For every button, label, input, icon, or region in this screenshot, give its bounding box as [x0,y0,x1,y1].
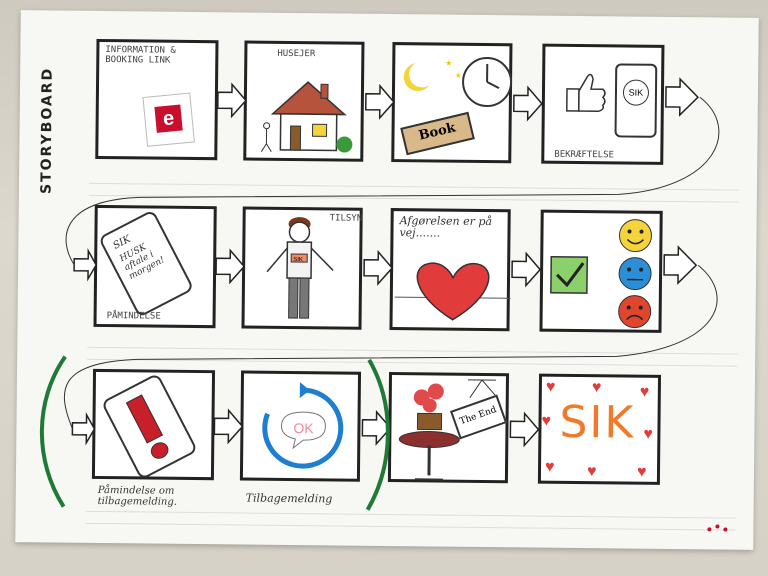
brand-mark-icon [703,523,733,533]
storyboard-sheet: STORYBOARD INFORMATION & BOOKING LINK e … [15,10,759,550]
brand-logo [703,523,733,535]
flow-arrows [15,10,759,550]
